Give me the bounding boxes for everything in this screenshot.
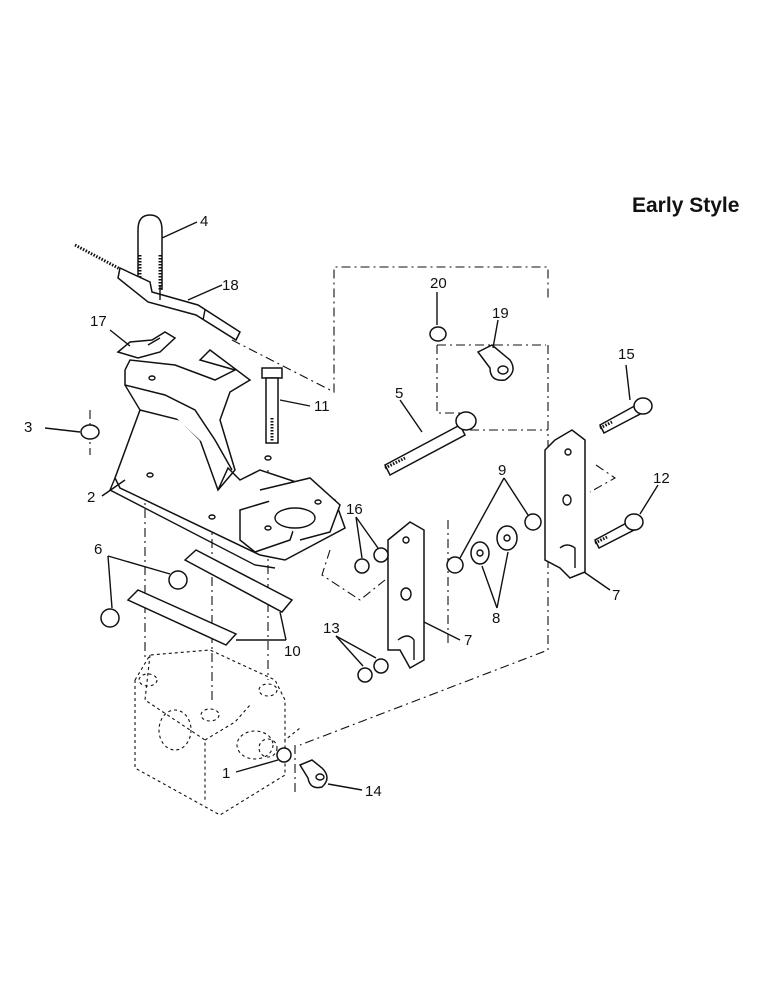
callout-6: 6 (94, 541, 102, 558)
nuts-13 (357, 658, 389, 683)
nuts-6 (100, 570, 188, 628)
callout-4: 4 (200, 213, 208, 230)
nut-20 (429, 326, 447, 342)
plate-7-front (387, 521, 425, 670)
callout-labels: 1 2 3 4 5 6 7 7 8 9 10 11 12 13 14 15 16… (24, 213, 670, 800)
callout-9: 9 (498, 462, 506, 479)
diagram-title: Early Style (632, 194, 740, 217)
callout-13: 13 (323, 620, 340, 637)
callout-7-front: 7 (464, 632, 472, 649)
bolt-12 (594, 513, 644, 550)
callout-16: 16 (346, 501, 363, 518)
callout-leaders (44, 221, 659, 791)
nuts-16 (354, 547, 389, 574)
transmission-housing (134, 649, 301, 816)
callout-12: 12 (653, 470, 670, 487)
cable-18 (74, 243, 241, 342)
bolt-11 (261, 367, 283, 444)
plate-17 (116, 331, 177, 359)
u-bolt-4 (137, 214, 163, 290)
nut-3 (80, 424, 100, 440)
plate-7-right (544, 429, 586, 579)
callout-20: 20 (430, 275, 447, 292)
callout-18: 18 (222, 277, 239, 294)
rod-end-19 (476, 344, 514, 381)
rod-end-14 (298, 759, 328, 789)
callout-15: 15 (618, 346, 635, 363)
nut-1 (276, 747, 292, 763)
callout-17: 17 (90, 313, 107, 330)
callout-19: 19 (492, 305, 509, 322)
callout-8: 8 (492, 610, 500, 627)
bolt-5 (384, 411, 477, 477)
bolt-15 (599, 397, 653, 435)
callout-14: 14 (365, 783, 382, 800)
straps-10 (126, 549, 294, 646)
assembly-center-lines (89, 266, 617, 792)
callout-3: 3 (24, 419, 32, 436)
callout-2: 2 (87, 489, 95, 506)
callout-1: 1 (222, 765, 230, 782)
callout-5: 5 (395, 385, 403, 402)
callout-7-right: 7 (612, 587, 620, 604)
spacers-8-9 (446, 513, 542, 574)
callout-10: 10 (284, 643, 301, 660)
callout-11: 11 (314, 398, 330, 415)
main-bracket (109, 349, 346, 569)
